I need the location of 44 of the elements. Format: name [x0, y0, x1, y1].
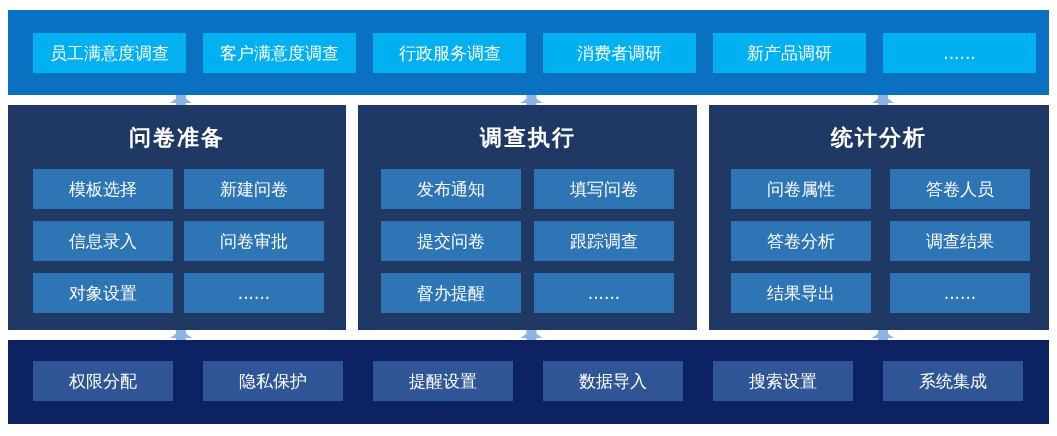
band-background — [8, 10, 1049, 95]
item-box: 调查结果 — [890, 221, 1030, 261]
item-box: 问卷属性 — [731, 169, 871, 209]
item-box: 提醒设置 — [373, 361, 513, 401]
item-box: 问卷审批 — [184, 221, 324, 261]
up-arrow — [520, 330, 543, 341]
item-box: 员工满意度调查 — [33, 33, 186, 73]
item-box: 跟踪调查 — [534, 221, 674, 261]
item-box: ...... — [883, 33, 1036, 73]
item-box: 信息录入 — [33, 221, 173, 261]
item-box: 消费者调研 — [543, 33, 696, 73]
item-box: 行政服务调查 — [373, 33, 526, 73]
item-box: 客户满意度调查 — [203, 33, 356, 73]
up-arrow — [520, 95, 543, 106]
item-box: 督办提醒 — [381, 273, 521, 313]
module-panel — [709, 105, 1049, 330]
item-box: 结果导出 — [731, 273, 871, 313]
up-arrow — [872, 95, 894, 106]
module-panel — [8, 105, 346, 330]
item-box: 答卷人员 — [890, 169, 1030, 209]
item-box: 发布通知 — [381, 169, 521, 209]
item-box: ...... — [534, 273, 674, 313]
item-box: 隐私保护 — [203, 361, 343, 401]
item-box: 新建问卷 — [184, 169, 324, 209]
item-box: 提交问卷 — [381, 221, 521, 261]
item-box: 模板选择 — [33, 169, 173, 209]
item-box: 系统集成 — [883, 361, 1023, 401]
module-panel — [358, 105, 697, 330]
item-box: ...... — [890, 273, 1030, 313]
item-box: 权限分配 — [33, 361, 173, 401]
up-arrow — [170, 330, 192, 341]
item-box: 答卷分析 — [731, 221, 871, 261]
panel-heading: 调查执行 — [478, 124, 577, 152]
item-box: 数据导入 — [543, 361, 683, 401]
panel-heading: 统计分析 — [829, 124, 928, 152]
band-background — [8, 340, 1049, 424]
panel-heading: 问卷准备 — [128, 124, 226, 152]
item-box: 填写问卷 — [534, 169, 674, 209]
up-arrow — [170, 95, 192, 106]
item-box: 对象设置 — [33, 273, 173, 313]
item-box: 新产品调研 — [713, 33, 866, 73]
up-arrow — [872, 330, 894, 341]
item-box: 搜索设置 — [713, 361, 853, 401]
item-box: ...... — [184, 273, 324, 313]
